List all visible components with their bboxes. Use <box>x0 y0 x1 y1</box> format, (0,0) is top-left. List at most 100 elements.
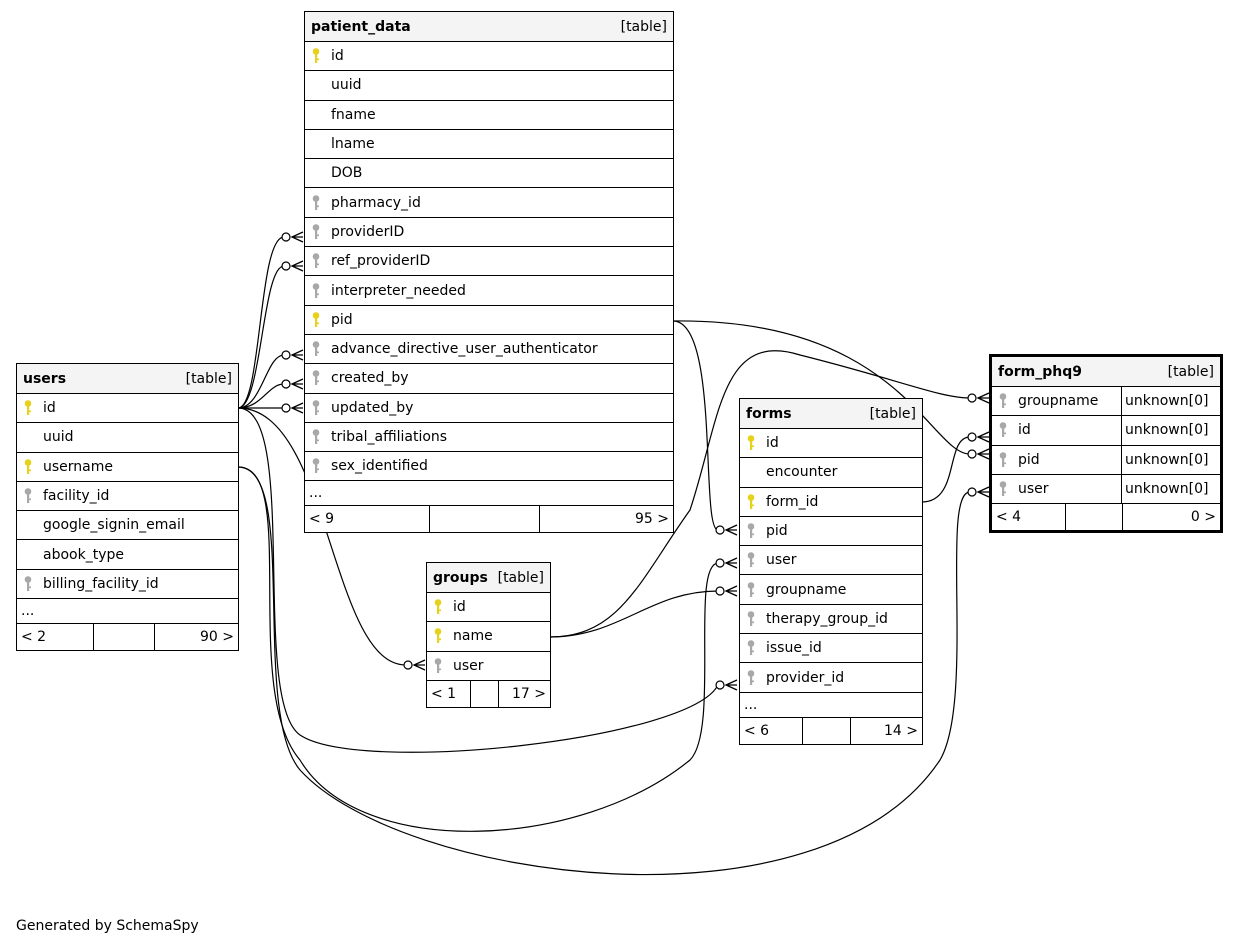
column-row[interactable]: provider_id <box>740 663 922 693</box>
foreign-key-icon <box>17 570 39 598</box>
column-name: uuid <box>43 429 74 446</box>
column-row[interactable]: therapy_group_id <box>740 605 922 635</box>
table-type: [table] <box>620 18 667 35</box>
table-header[interactable]: groups [table] <box>427 563 550 593</box>
column-row[interactable]: id <box>740 429 922 459</box>
edge-users-id-created_by <box>237 383 285 409</box>
children-count[interactable]: 95 > <box>635 511 669 528</box>
parents-count[interactable]: < 4 <box>992 504 1066 531</box>
table-header[interactable]: patient_data [table] <box>305 12 673 42</box>
crowfoot-marker <box>976 431 990 443</box>
column-row[interactable]: user <box>740 546 922 576</box>
column-name: pid <box>1014 445 1122 474</box>
more-columns[interactable]: ... <box>740 693 922 718</box>
table-header[interactable]: users [table] <box>17 364 238 394</box>
column-type: unknown[0] <box>1125 481 1209 498</box>
column-row[interactable]: issue_id <box>740 634 922 664</box>
children-count[interactable]: 90 > <box>200 629 234 646</box>
column-row[interactable]: pharmacy_id <box>305 188 673 218</box>
column-row[interactable]: abook_type <box>17 540 238 570</box>
footer-spacer <box>1066 504 1123 531</box>
children-count[interactable]: 17 > <box>512 685 546 702</box>
column-name: fname <box>331 106 376 123</box>
parents-count[interactable]: < 1 <box>427 680 471 707</box>
column-row[interactable]: name <box>427 622 550 652</box>
table-footer: < 4 0 > <box>992 504 1220 531</box>
optional-marker <box>281 232 291 242</box>
column-row[interactable]: ref_providerID <box>305 247 673 277</box>
crowfoot-marker <box>724 679 738 691</box>
column-row[interactable]: id <box>17 394 238 424</box>
column-name: encounter <box>766 464 838 481</box>
table-footer: < 6 14 > <box>740 717 922 744</box>
column-row[interactable]: fname <box>305 101 673 130</box>
primary-key-icon <box>17 394 39 422</box>
more-columns[interactable]: ... <box>17 599 238 625</box>
column-name: abook_type <box>43 546 124 563</box>
column-row[interactable]: billing_facility_id <box>17 570 238 600</box>
column-row[interactable]: providerID <box>305 218 673 248</box>
primary-key-icon <box>740 429 762 457</box>
table-header[interactable]: form_phq9 [table] <box>992 357 1220 387</box>
column-row[interactable]: created_by <box>305 364 673 394</box>
column-row[interactable]: google_signin_email <box>17 511 238 541</box>
foreign-key-icon <box>740 546 762 574</box>
footer-spacer <box>803 717 851 744</box>
foreign-key-icon <box>305 364 327 392</box>
column-row[interactable]: groupname <box>740 575 922 605</box>
foreign-key-icon <box>305 335 327 363</box>
column-name: user <box>453 657 484 674</box>
column-row[interactable]: advance_directive_user_authenticator <box>305 335 673 365</box>
parents-count[interactable]: < 2 <box>17 624 94 651</box>
column-row[interactable]: DOB <box>305 159 673 189</box>
foreign-key-icon <box>992 416 1014 444</box>
column-name: pid <box>331 311 353 328</box>
column-row[interactable]: form_id <box>740 488 922 517</box>
optional-marker <box>967 393 977 403</box>
column-row[interactable]: id <box>427 593 550 623</box>
column-row[interactable]: user <box>427 652 550 681</box>
column-row[interactable]: lname <box>305 130 673 160</box>
optional-marker <box>967 449 977 459</box>
foreign-key-icon <box>305 218 327 246</box>
column-row[interactable]: uuid <box>305 71 673 101</box>
column-row[interactable]: pid <box>305 306 673 335</box>
column-row[interactable]: interpreter_needed <box>305 276 673 306</box>
column-row[interactable]: facility_id <box>17 482 238 512</box>
parents-count[interactable]: < 9 <box>305 506 430 533</box>
column-row[interactable]: id <box>305 42 673 72</box>
foreign-key-icon <box>992 387 1014 415</box>
children-count[interactable]: 14 > <box>884 722 918 739</box>
table-type: [table] <box>869 405 916 422</box>
column-name: DOB <box>331 165 363 182</box>
edge-users-id-providerID <box>237 236 285 409</box>
column-row[interactable]: pid <box>740 517 922 547</box>
column-row[interactable]: uuid <box>17 423 238 453</box>
column-row[interactable]: encounter <box>740 458 922 488</box>
children-count[interactable]: 0 > <box>1190 509 1216 526</box>
parents-count[interactable]: < 6 <box>740 717 803 744</box>
crowfoot-marker <box>290 349 304 361</box>
column-name: issue_id <box>766 640 822 657</box>
column-name: form_id <box>766 493 819 510</box>
column-icon-blank <box>305 101 327 129</box>
column-row[interactable]: username <box>17 453 238 482</box>
foreign-key-icon <box>305 394 327 422</box>
column-row[interactable]: tribal_affiliations <box>305 423 673 453</box>
edge-users-id-forms-provider <box>237 407 719 753</box>
optional-marker <box>715 558 725 568</box>
column-name: id <box>331 48 344 65</box>
more-columns[interactable]: ... <box>305 481 673 507</box>
table-header[interactable]: forms [table] <box>740 399 922 429</box>
column-row[interactable]: updated_by <box>305 394 673 423</box>
column-row[interactable]: sex_identified <box>305 452 673 482</box>
